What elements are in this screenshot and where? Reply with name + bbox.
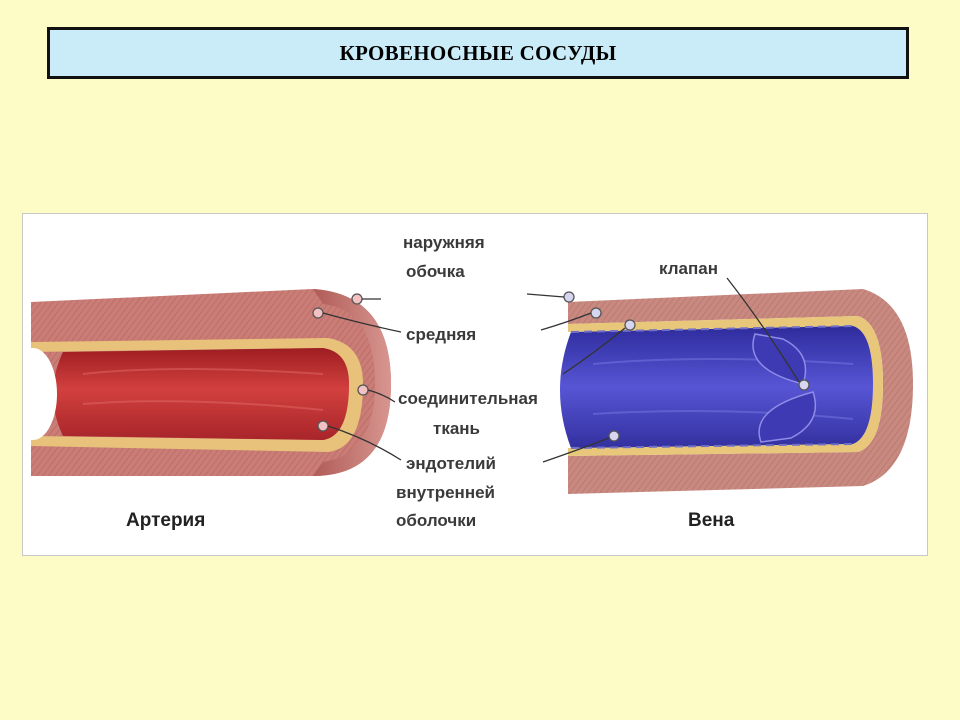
vein-lumen: [560, 326, 873, 448]
vein-illustration: [526, 277, 913, 494]
title-banner: КРОВЕНОСНЫЕ СОСУДЫ: [47, 27, 909, 79]
label-connective-line1: соединительная: [398, 389, 538, 408]
label-outer-line1: наружняя: [403, 233, 485, 252]
label-middle: средняя: [406, 325, 476, 344]
label-connective-line2: ткань: [433, 419, 480, 438]
label-endo-line3: оболочки: [396, 511, 476, 530]
vein-marker-outer: [563, 291, 575, 303]
label-endo-line1: эндотелий: [406, 454, 496, 473]
artery-cut-face: [313, 289, 391, 476]
artery-marker-middle: [312, 307, 324, 319]
label-valve: клапан: [659, 259, 718, 278]
vein-marker-endothelium: [608, 430, 620, 442]
vein-marker-valve: [798, 379, 810, 391]
artery-marker-outer: [351, 293, 363, 305]
vessel-diagram: наружняя обочка средняя соединительная т…: [22, 213, 928, 556]
vessel-diagram-svg: наружняя обочка средняя соединительная т…: [23, 233, 913, 531]
vein-outer-wall: [568, 289, 913, 494]
vein-marker-connective: [624, 319, 636, 331]
label-outer-line2: обочка: [406, 262, 465, 281]
artery-marker-endothelium: [317, 420, 329, 432]
vein-connective-layer: [568, 316, 883, 456]
artery-opening: [23, 348, 57, 440]
vein-label: Вена: [688, 510, 735, 531]
artery-marker-connective: [357, 384, 369, 396]
vein-valve-lower: [758, 391, 817, 443]
artery-lumen: [53, 348, 349, 440]
vein-marker-middle: [590, 307, 602, 319]
artery-connective-layer: [31, 338, 363, 452]
artery-illustration: [23, 289, 402, 476]
label-endo-line2: внутренней: [396, 483, 495, 502]
page-title: КРОВЕНОСНЫЕ СОСУДЫ: [339, 40, 617, 65]
artery-label: Артерия: [126, 510, 205, 531]
